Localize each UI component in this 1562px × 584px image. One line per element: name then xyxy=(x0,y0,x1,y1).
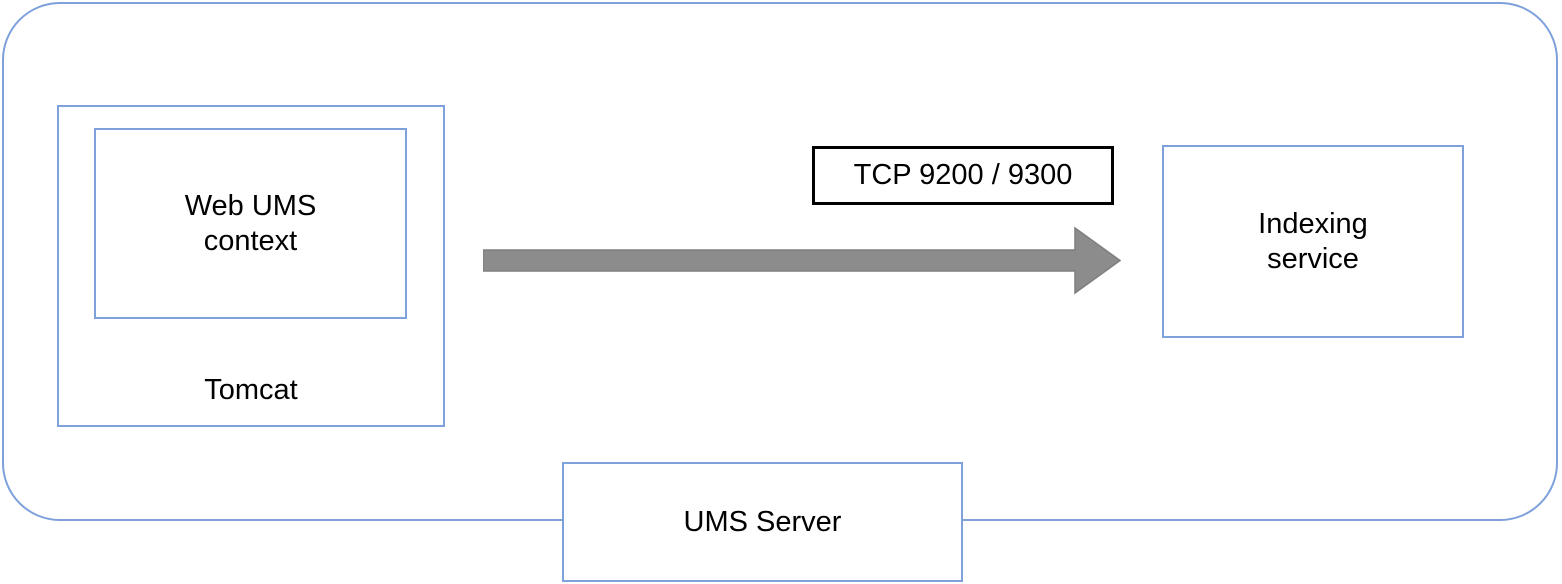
tomcat-node: Web UMS context Tomcat xyxy=(57,105,445,427)
right-arrow-icon xyxy=(483,226,1121,295)
right-arrow-connector xyxy=(483,226,1121,295)
tcp-ports-label-box: TCP 9200 / 9300 xyxy=(812,146,1114,205)
indexing-service-node: Indexing service xyxy=(1162,145,1464,338)
ums-server-label: UMS Server xyxy=(683,505,842,538)
web-ums-context-node: Web UMS context xyxy=(94,128,407,319)
tcp-ports-label: TCP 9200 / 9300 xyxy=(853,159,1073,191)
ums-server-node: UMS Server xyxy=(562,462,963,582)
indexing-service-label: Indexing service xyxy=(1258,207,1368,275)
tomcat-node-caption: Tomcat xyxy=(59,373,443,408)
tomcat-label: Tomcat xyxy=(204,374,298,406)
web-ums-context-label: Web UMS context xyxy=(184,189,317,257)
